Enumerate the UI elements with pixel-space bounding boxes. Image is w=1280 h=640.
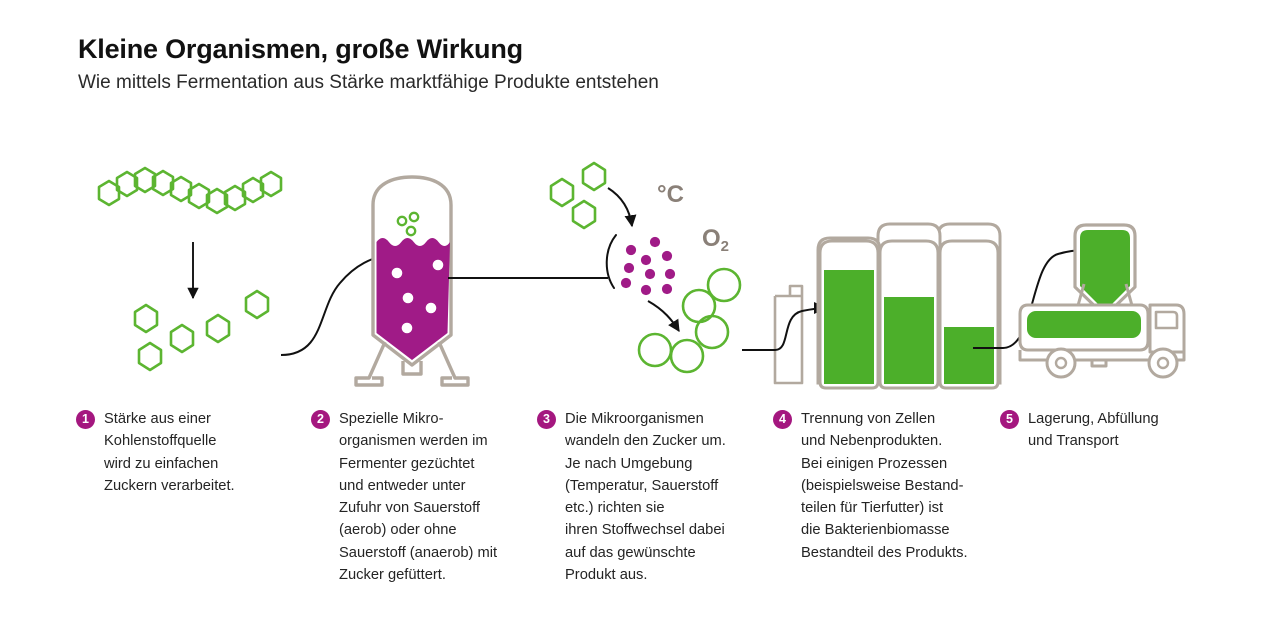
truck-tank-fill (1027, 311, 1141, 338)
caption-badge-2: 2 (311, 410, 330, 429)
cell-membrane-arc (605, 234, 617, 289)
tank-c-fill (944, 327, 994, 384)
caption-badge-1: 1 (76, 410, 95, 429)
caption-separation-step: 4 Trennung von Zellen und Nebenprodukten… (773, 408, 1007, 564)
caption-badge-4: 4 (773, 410, 792, 429)
scene-separation-tanks (742, 222, 1002, 390)
truck-wheel-rear-hub (1054, 356, 1068, 370)
oxygen-label: O2 (702, 225, 729, 255)
pump-box-icon (773, 284, 804, 385)
product-formation-arrow (647, 300, 680, 333)
caption-starch-step: 1 Stärke aus einer Kohlenstoffquelle wir… (76, 408, 291, 497)
microbe-dot-cluster (620, 236, 676, 296)
scene-metabolism: °C O2 (549, 161, 742, 374)
starch-chain-icon (97, 166, 283, 215)
sugar-into-cell-arrow (607, 187, 637, 228)
truck-chassis-notch (1090, 360, 1108, 368)
scene-storage-transport (1018, 223, 1186, 379)
header: Kleine Organismen, große Wirkung Wie mit… (78, 34, 1178, 95)
storage-tank-group (818, 239, 1000, 390)
process-illustration: °C O2 (0, 150, 1280, 405)
caption-text-2: Spezielle Mikro- organismen werden im Fe… (339, 411, 498, 584)
product-cell-chain-icon (637, 267, 742, 374)
truck-chassis (1018, 350, 1186, 362)
truck-window-icon (1154, 310, 1179, 330)
caption-row: 1 Stärke aus einer Kohlenstoffquelle wir… (0, 408, 1280, 623)
fermenter-legs (354, 341, 470, 387)
caption-metabolism-step: 3 Die Mikroorganismen wandeln den Zucker… (537, 408, 769, 586)
metabolism-sugar-icons (549, 161, 607, 230)
temperature-label: °C (657, 181, 684, 208)
caption-badge-3: 3 (537, 410, 556, 429)
page-title: Kleine Organismen, große Wirkung (78, 34, 523, 64)
tank-b-fill (884, 297, 934, 384)
free-sugar-icons (133, 289, 270, 372)
sugar-feed-arrow (280, 249, 394, 356)
caption-text-3: Die Mikroorganismen wandeln den Zucker u… (565, 411, 726, 584)
caption-text-5: Lagerung, Abfüllung und Transport (1028, 411, 1159, 450)
silo-fill (1080, 230, 1130, 311)
caption-text-4: Trennung von Zellen und Nebenprodukten. … (801, 411, 968, 561)
page-subtitle: Wie mittels Fermentation aus Stärke mark… (78, 72, 659, 94)
caption-fermenter-step: 2 Spezielle Mikro- organismen werden im … (311, 408, 526, 586)
process-diagram-svg: °C O2 (97, 161, 1186, 390)
fermenter-inlet-sugar-icons (396, 211, 420, 237)
tanker-truck-icon (1018, 303, 1186, 379)
caption-badge-5: 5 (1000, 410, 1019, 429)
truck-wheel-front-hub (1156, 356, 1170, 370)
scene-fermenter (354, 175, 470, 387)
caption-storage-step: 5 Lagerung, Abfüllung und Transport (1000, 408, 1220, 453)
fermenter-bubbles (391, 259, 444, 334)
tank-a-fill (824, 270, 874, 384)
scene-starch-to-sugar (97, 166, 283, 372)
caption-text-1: Stärke aus einer Kohlenstoffquelle wird … (104, 411, 235, 494)
